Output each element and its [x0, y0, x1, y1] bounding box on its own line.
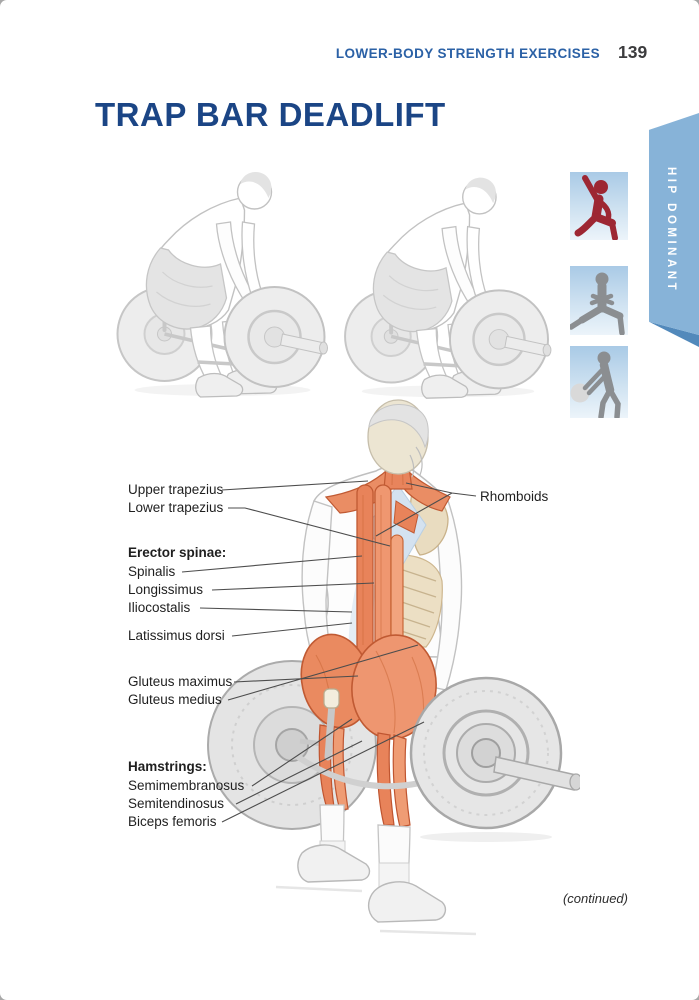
label-rhomboids: Rhomboids [480, 489, 549, 504]
exercise-step-1-illustration [100, 152, 345, 407]
label-gluteus-maximus: Gluteus maximus [128, 674, 233, 689]
label-longissimus: Longissimus [128, 582, 204, 597]
label-semimembranosus: Semimembranosus [128, 778, 245, 793]
anatomy-illustration [180, 385, 583, 975]
side-tab-body: HIP DOMINANT [648, 112, 699, 336]
label-lower-trapezius: Lower trapezius [128, 500, 224, 515]
section-header: LOWER-BODY STRENGTH EXERCISES [335, 46, 600, 61]
continued-note: (continued) [562, 891, 628, 906]
label-biceps-femoris: Biceps femoris [128, 814, 217, 829]
label-erector-spinae: Erector spinae: [128, 545, 227, 560]
label-upper-trapezius: Upper trapezius [128, 482, 224, 497]
lunge-figure-icon [570, 266, 628, 335]
side-tab-label: HIP DOMINANT [665, 166, 677, 294]
label-gluteus-medius: Gluteus medius [128, 692, 222, 707]
label-semitendinosus: Semitendinosus [128, 796, 225, 811]
exercise-title: TRAP BAR DEADLIFT [95, 96, 446, 133]
exercise-step-2-illustration [328, 158, 568, 408]
volleyball-figure-icon [570, 346, 628, 418]
climbing-figure-icon [570, 172, 628, 240]
label-iliocostalis: Iliocostalis [128, 600, 191, 615]
side-tab: HIP DOMINANT [645, 112, 699, 348]
page-number: 139 [618, 42, 648, 62]
label-latissimus-dorsi: Latissimus dorsi [128, 628, 225, 643]
label-spinalis: Spinalis [128, 564, 176, 579]
label-hamstrings: Hamstrings: [128, 759, 207, 774]
